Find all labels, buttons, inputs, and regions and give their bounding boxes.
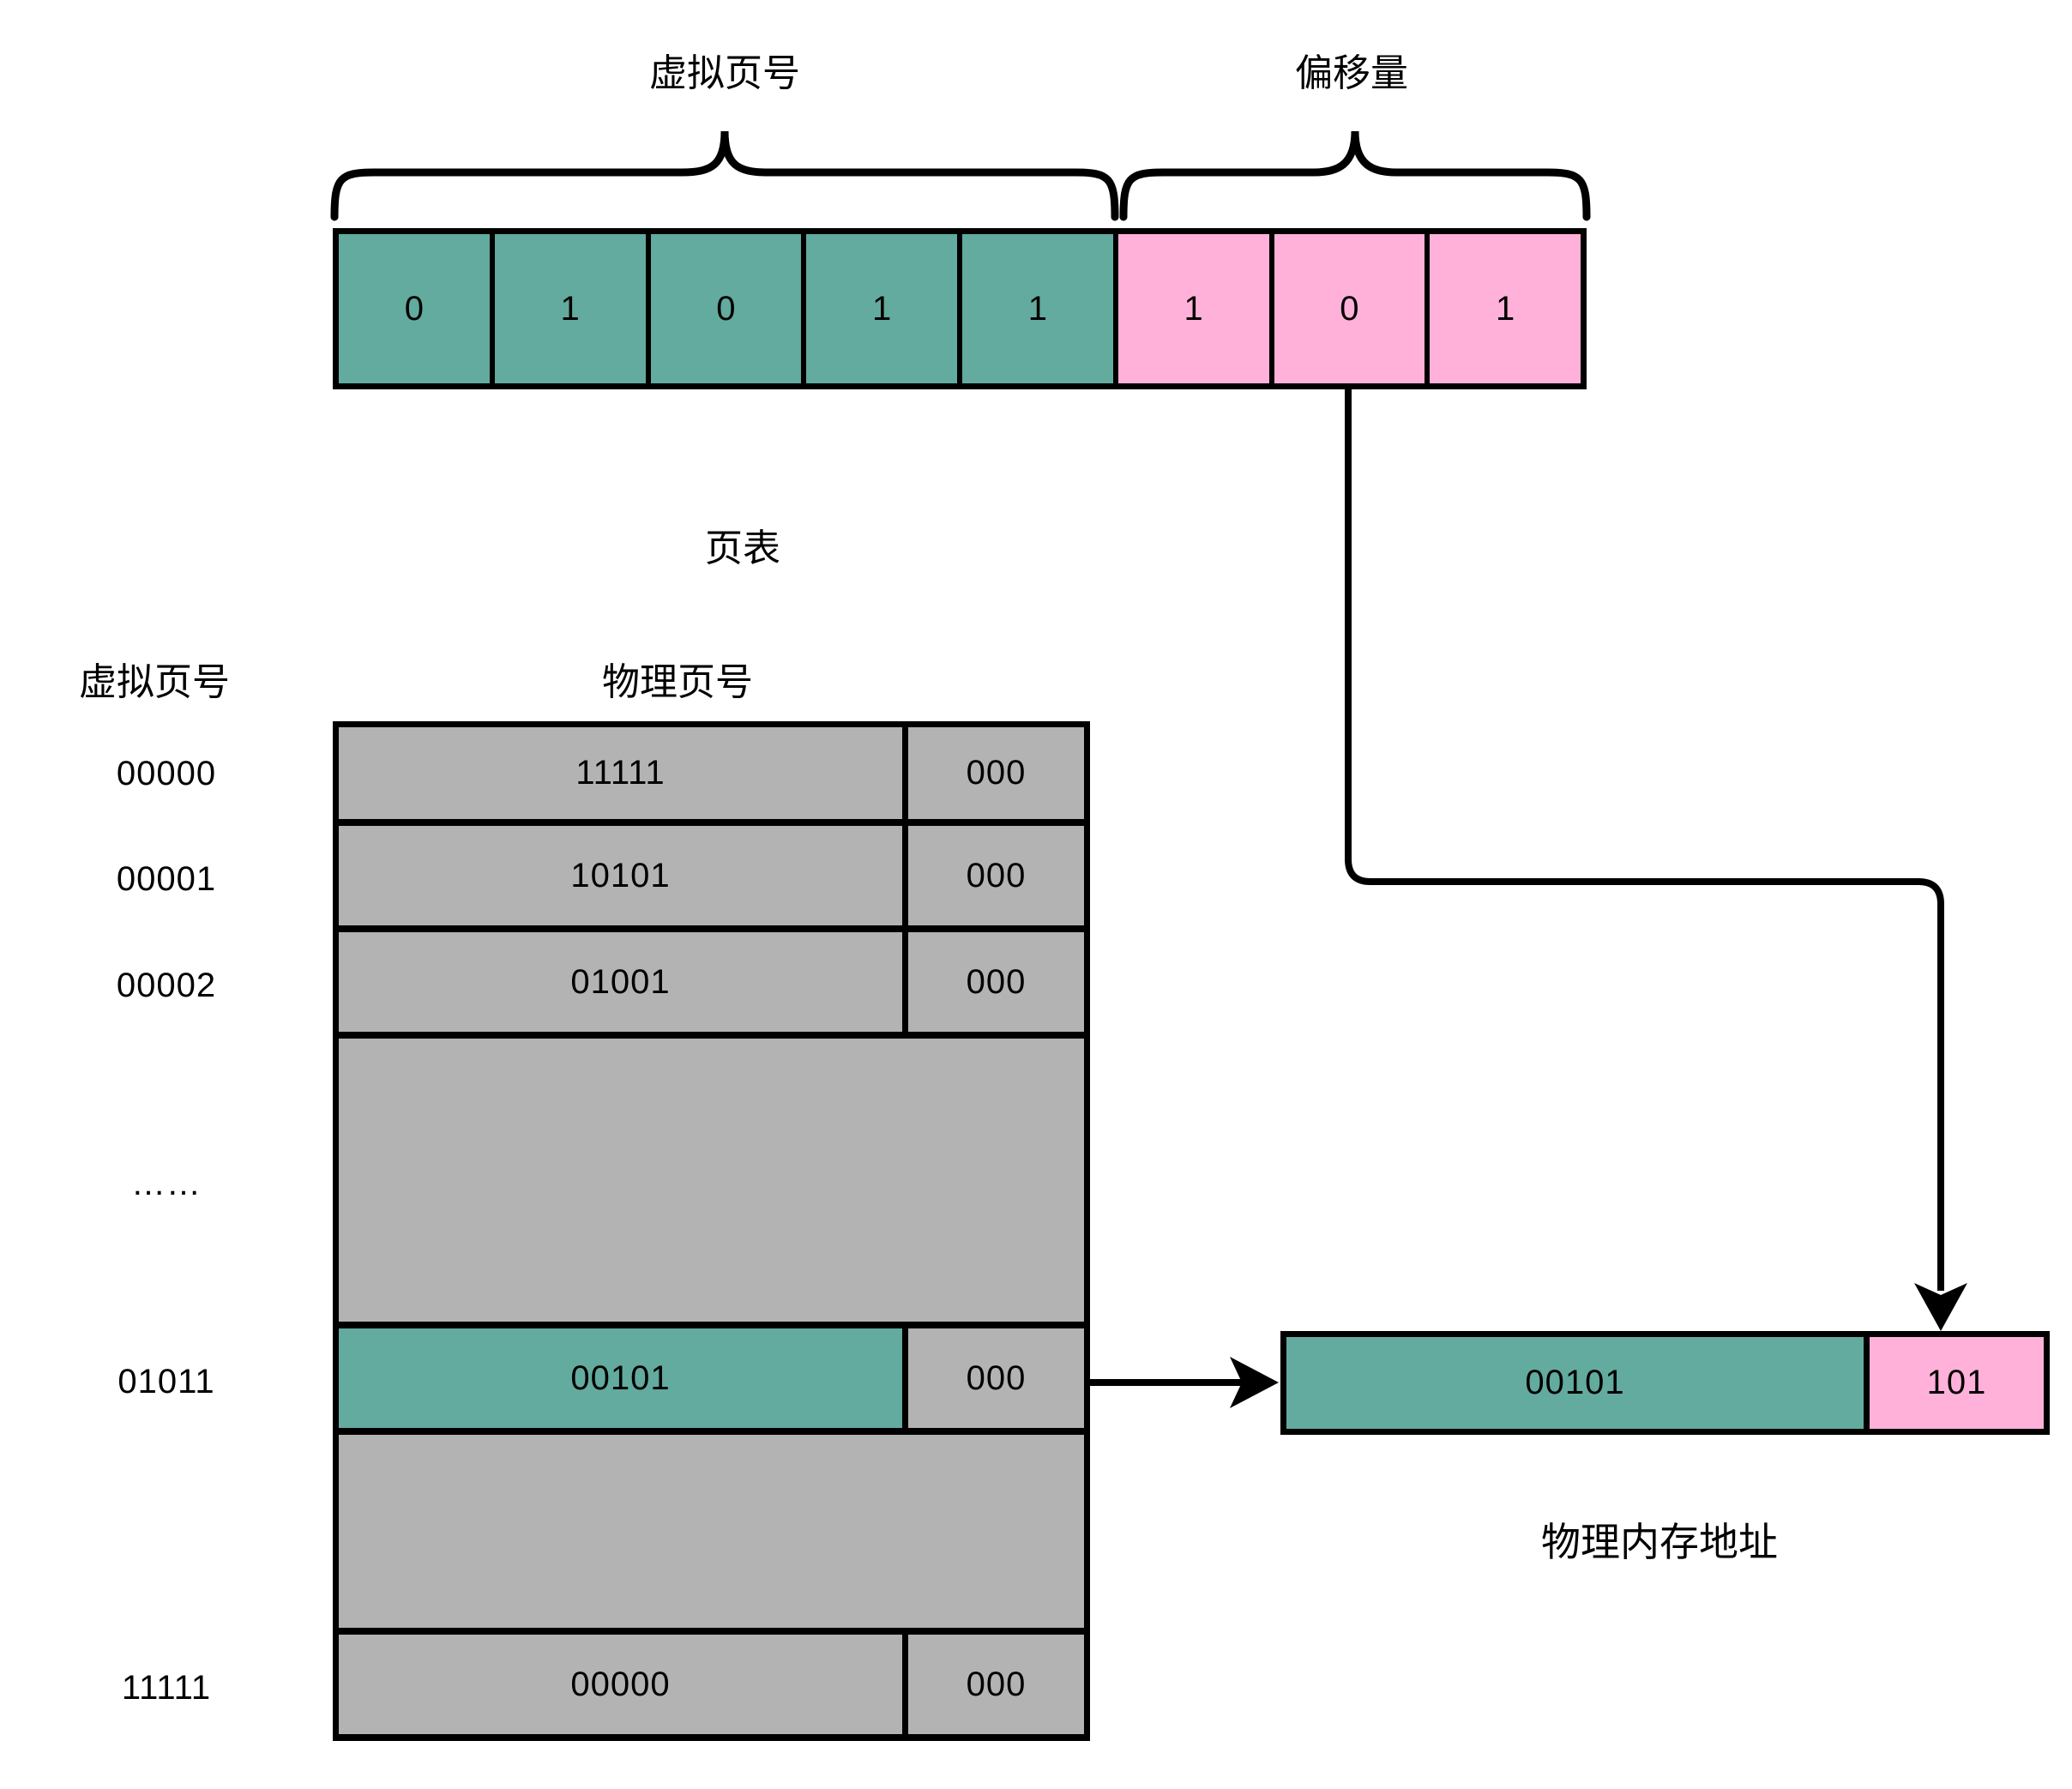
page-table-gap — [333, 1435, 1090, 1635]
page-table-entry: 11111 000 — [333, 721, 1090, 826]
virtual-page-number-top-label: 虚拟页号 — [649, 52, 800, 94]
page-table-title: 页表 — [705, 527, 780, 569]
offset-top-label: 偏移量 — [1295, 52, 1408, 94]
physical-page-number-cell: 00101 — [1286, 1337, 1864, 1429]
physical-page-number-cell: 00101 — [339, 1328, 902, 1428]
virtual-page-number-row-label: 00002 — [116, 966, 217, 1004]
physical-page-number-cell: 10101 — [570, 856, 671, 894]
page-table-entry: 01001 000 — [333, 932, 1090, 1039]
virtual-page-number-row-label: 00001 — [116, 859, 217, 898]
virtual-page-number-row-label: 00000 — [116, 754, 217, 792]
virtual-page-number-bit-cell: 0 — [339, 234, 490, 383]
virtual-page-number-bit-cell: 1 — [957, 234, 1113, 383]
physical-page-number-cell: 00000 — [570, 1665, 671, 1703]
table-to-physical-arrowhead — [1230, 1357, 1279, 1408]
page-table-gap — [333, 1039, 1090, 1328]
virtual-page-number-row-label: 11111 — [121, 1668, 212, 1707]
physical-page-number-cell: 01001 — [570, 962, 671, 1001]
offset-bit-cell: 1 — [1424, 234, 1581, 383]
physical-offset-cell: 101 — [1864, 1337, 2044, 1429]
ellipsis-row-label: …… — [131, 1164, 202, 1202]
page-table-row: 00002 01001 000 — [0, 932, 1090, 1039]
physical-page-number-cell: 11111 — [575, 754, 666, 792]
page-table-row — [0, 1435, 1090, 1635]
virtual-page-number-bit-cell: 1 — [489, 234, 646, 383]
virtual-page-number-row-label: 01011 — [117, 1362, 215, 1400]
offset-cell: 000 — [902, 1328, 1084, 1428]
offset-cell: 000 — [902, 727, 1084, 819]
page-table-row: 00001 10101 000 — [0, 826, 1090, 932]
vpn-column-header: 虚拟页号 — [79, 661, 230, 703]
ppn-column-header: 物理页号 — [602, 661, 753, 703]
offset-arrow-line — [1345, 389, 1944, 1291]
offset-arrowhead — [1914, 1283, 1967, 1331]
physical-memory-address-label: 物理内存地址 — [1541, 1520, 1778, 1564]
page-table-entry: 10101 000 — [333, 826, 1090, 932]
virtual-page-number-bit-cell: 0 — [645, 234, 802, 383]
offset-brace — [1119, 130, 1591, 221]
offset-bit-cell: 1 — [1112, 234, 1269, 383]
virtual-page-number-row-label — [0, 1435, 333, 1635]
offset-cell: 000 — [902, 932, 1084, 1032]
page-table: 00000 11111 000 00001 10101 000 00002 01001 000 …… — [0, 721, 1090, 1741]
virtual-page-number-bit-cell: 1 — [801, 234, 957, 383]
page-table-row: …… — [0, 1039, 1090, 1328]
vpn-brace — [330, 130, 1119, 221]
offset-cell: 000 — [902, 826, 1084, 925]
offset-bit-cell: 0 — [1268, 234, 1425, 383]
offset-cell: 000 — [902, 1635, 1084, 1734]
page-table-row: 00000 11111 000 — [0, 721, 1090, 826]
physical-address-box: 00101 101 — [1280, 1331, 2050, 1435]
